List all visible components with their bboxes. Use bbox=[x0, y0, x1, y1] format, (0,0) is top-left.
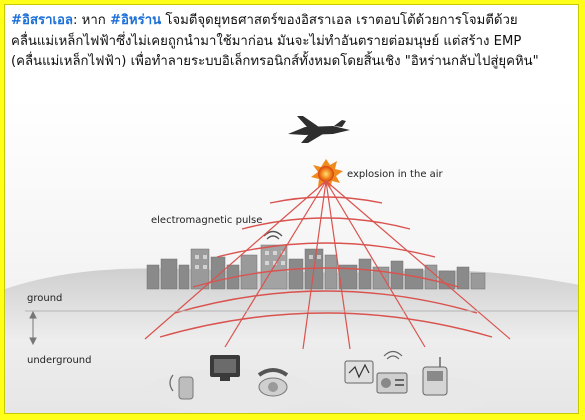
hashtag-iran[interactable]: #อิหร่าน bbox=[109, 13, 162, 28]
post-text: #อิสราเอล: หาก #อิหร่าน โจมตีจุดยุทธศาสต… bbox=[11, 11, 577, 73]
explosion-label: explosion in the air bbox=[347, 169, 444, 180]
emp-radial-lines bbox=[144, 180, 511, 350]
emp-illustration: explosion in the air electromagnetic pul… bbox=[5, 99, 578, 413]
post-frame: #อิสราเอล: หาก #อิหร่าน โจมตีจุดยุทธศาสต… bbox=[4, 4, 579, 414]
underground-label: underground bbox=[27, 355, 92, 366]
explosion-icon bbox=[311, 159, 343, 189]
hashtag-israel[interactable]: #อิสราเอล bbox=[11, 13, 74, 28]
post-word-if: หาก bbox=[77, 13, 110, 28]
post-separator: : bbox=[73, 13, 78, 28]
ground-label: ground bbox=[27, 293, 62, 304]
telephone-icon bbox=[257, 368, 289, 397]
city-skyline bbox=[146, 244, 486, 290]
oscilloscope-icon bbox=[344, 360, 374, 384]
depth-arrow-icon bbox=[29, 310, 37, 346]
fighter-jet-icon bbox=[288, 116, 350, 143]
cellphone-icon bbox=[422, 357, 448, 396]
monitor-icon bbox=[210, 355, 240, 381]
post-body: โจมตีจุดยุทธศาสตร์ของอิสราเอล เราตอบโต้ด… bbox=[11, 13, 539, 69]
building-windows bbox=[195, 251, 321, 269]
pulse-label: electromagnetic pulse bbox=[151, 215, 262, 226]
radio-icon bbox=[376, 372, 408, 394]
signal-icon bbox=[263, 230, 283, 240]
illustration-background bbox=[5, 99, 578, 413]
emp-diagram-svg: explosion in the air electromagnetic pul… bbox=[5, 99, 578, 413]
wifi-signal-icon bbox=[383, 350, 403, 360]
phone-handset-icon bbox=[169, 374, 194, 400]
